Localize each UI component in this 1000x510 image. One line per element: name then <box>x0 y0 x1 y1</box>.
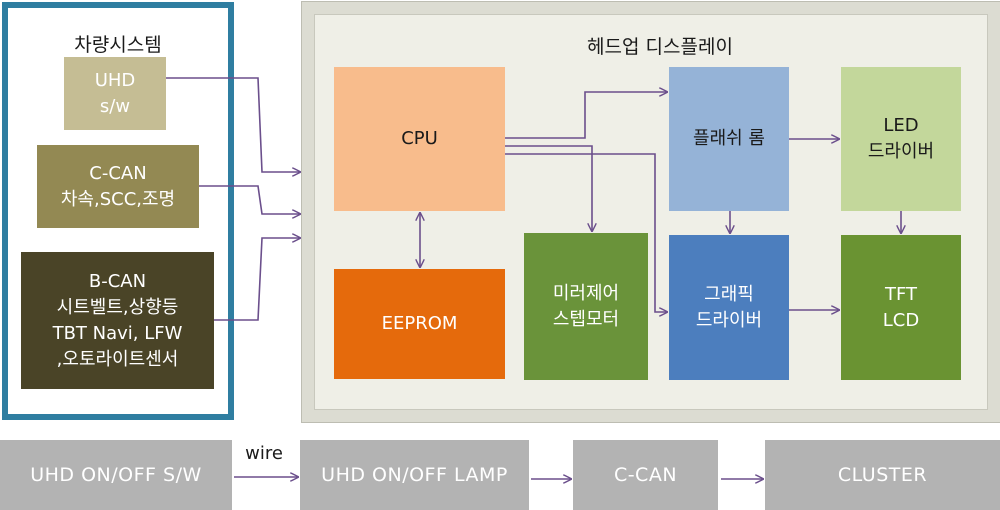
wire-label: wire <box>245 442 283 464</box>
flash-rom-label: 플래쉬 롬 <box>693 128 765 149</box>
uhd-switch-label: UHD ON/OFF S/W <box>30 464 202 486</box>
graphic-driver-line-2: 드라이버 <box>695 309 763 331</box>
flash-rom-box: 플래쉬 롬 <box>669 67 789 211</box>
b-can-box: B-CAN 시트벨트,상향등 TBT Navi, LFW ,오토라이트센서 <box>21 252 214 389</box>
eeprom-label: EEPROM <box>381 313 458 334</box>
led-driver-line-2: 드라이버 <box>867 141 935 162</box>
uhd-sw-line-1: UHD <box>94 69 136 91</box>
flow-c-can-label: C-CAN <box>613 464 678 486</box>
hud-title: 헤드업 디스플레이 <box>587 35 733 58</box>
arrow-cpu-to-flash-rom <box>505 92 667 139</box>
arrow-cpu-to-graphic-driver <box>505 153 667 312</box>
graphic-driver-line-1: 그래픽 <box>704 283 754 305</box>
b-can-line-3: TBT Navi, LFW <box>52 322 183 344</box>
cluster-label: CLUSTER <box>837 464 928 486</box>
mirror-motor-line-1: 미러제어 <box>552 282 620 304</box>
uhd-sw-box: UHD s/w <box>64 57 166 130</box>
mirror-motor-line-2: 스텝모터 <box>552 308 620 330</box>
tft-lcd-line-2: LCD <box>882 309 920 331</box>
tft-lcd-box: TFT LCD <box>841 235 961 380</box>
arrow-b-can-to-hud <box>214 238 300 321</box>
arrow-c-can-to-hud <box>199 185 300 214</box>
b-can-line-4: ,오토라이트센서 <box>56 348 179 370</box>
led-driver-line-1: LED <box>883 115 919 136</box>
b-can-line-1: B-CAN <box>88 270 147 292</box>
cpu-label: CPU <box>401 128 438 149</box>
cluster-box: CLUSTER <box>765 440 1000 510</box>
mirror-motor-box: 미러제어 스텝모터 <box>524 233 648 380</box>
c-can-box: C-CAN 차속,SCC,조명 <box>37 145 199 228</box>
uhd-lamp-label: UHD ON/OFF LAMP <box>321 464 508 486</box>
uhd-lamp-box: UHD ON/OFF LAMP <box>300 440 529 510</box>
led-driver-box: LED 드라이버 <box>841 67 961 211</box>
c-can-line-1: C-CAN <box>89 162 147 184</box>
flow-c-can-box: C-CAN <box>573 440 718 510</box>
vehicle-system-title: 차량시스템 <box>74 33 162 56</box>
uhd-switch-box: UHD ON/OFF S/W <box>0 440 232 510</box>
cpu-box: CPU <box>334 67 505 211</box>
graphic-driver-box: 그래픽 드라이버 <box>669 235 789 380</box>
b-can-line-2: 시트벨트,상향등 <box>56 296 179 318</box>
uhd-sw-line-2: s/w <box>99 95 131 117</box>
arrow-uhd-sw-to-hud <box>166 77 300 172</box>
tft-lcd-line-1: TFT <box>884 283 918 305</box>
arrow-cpu-to-mirror-motor <box>505 145 592 231</box>
eeprom-box: EEPROM <box>334 269 505 379</box>
c-can-line-2: 차속,SCC,조명 <box>60 188 176 210</box>
